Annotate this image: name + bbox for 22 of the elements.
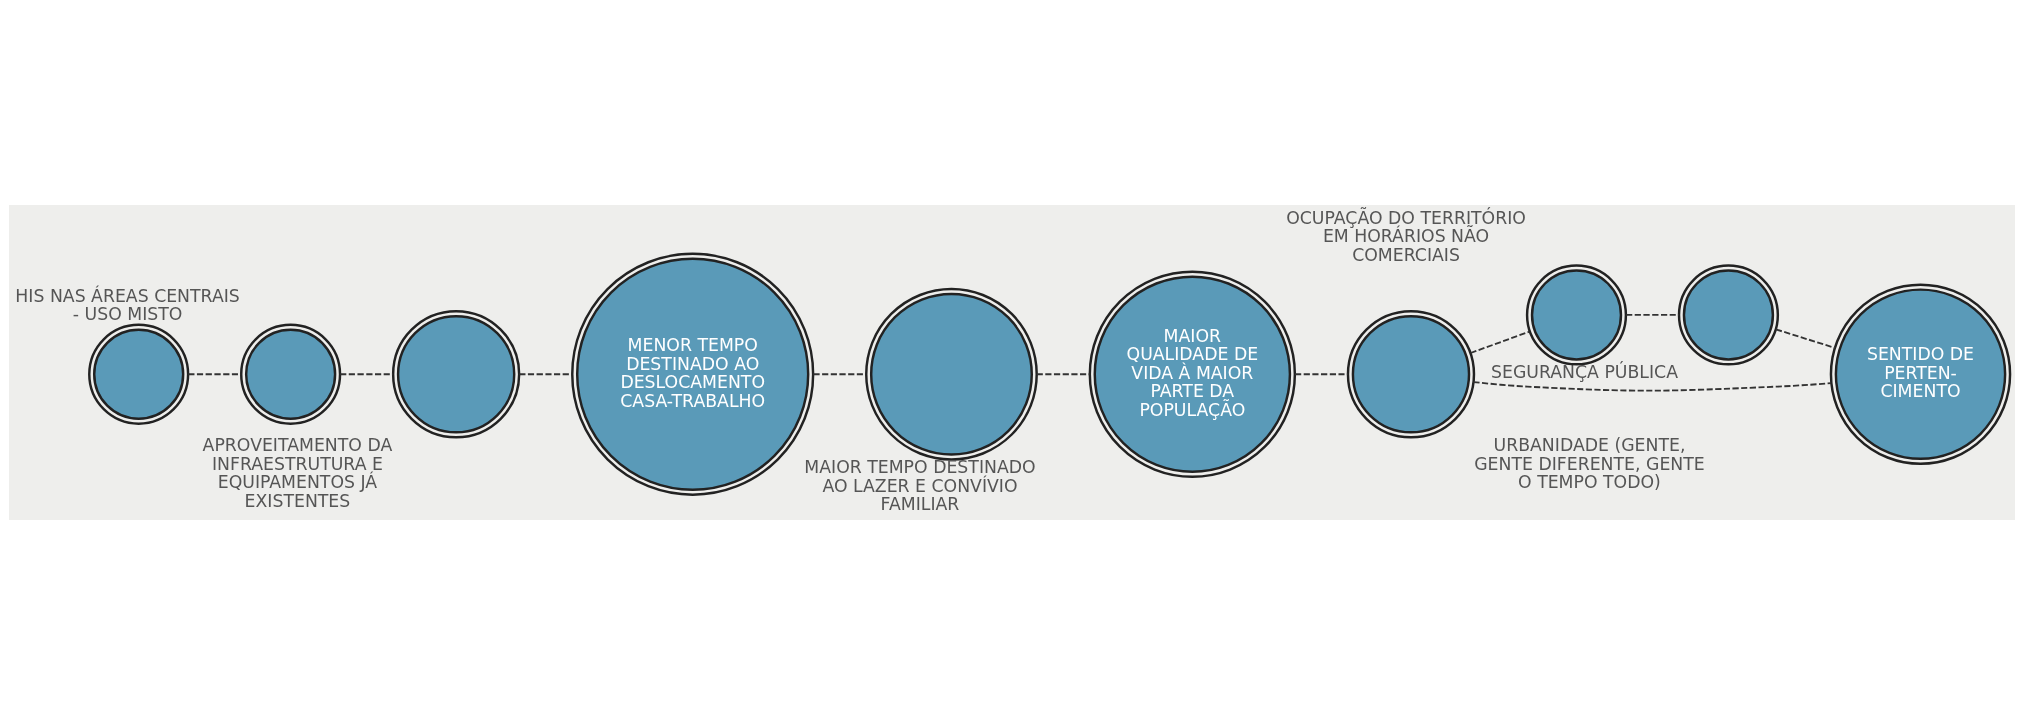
- node-circle: [87, 323, 189, 425]
- node-circle: [239, 323, 341, 425]
- connector: [812, 372, 867, 375]
- node-label: URBANIDADE (GENTE, GENTE DIFERENTE, GENTE O TEMPO TODO): [1473, 434, 1705, 492]
- node-circle: [864, 287, 1038, 461]
- connector: [1774, 328, 1836, 349]
- connector: [187, 372, 242, 375]
- connector: [338, 372, 394, 375]
- node-label: SEGURANÇA PÚBLICA: [1490, 361, 1678, 382]
- node-circle: [391, 309, 520, 438]
- node-label: APROVEITAMENTO DA INFRAESTRUTURA E EQUIPAMENTOS JÁ EXISTENTES: [202, 434, 392, 511]
- connector: [1624, 313, 1680, 316]
- connector: [1469, 330, 1530, 354]
- node-label: MAIOR TEMPO DESTINADO AO LAZER E CONVÍVIO FAMILIAR: [803, 456, 1036, 514]
- connector: [1472, 380, 1832, 392]
- node-circle: [1346, 309, 1475, 438]
- node-circle: [1677, 263, 1779, 366]
- node-circle: MAIOR QUALIDADE DE VIDA À MAIOR PARTE DA POPULAÇÃO: [1088, 269, 1296, 478]
- node-label: OCUPAÇÃO DO TERRITÓRIO EM HORÁRIOS NÃO COMERCIAIS: [1285, 207, 1526, 265]
- node-circle: SENTIDO DE PERTEN- CIMENTO: [1829, 282, 2011, 465]
- node-label: HIS NAS ÁREAS CENTRAIS - USO MISTO: [14, 285, 240, 324]
- connector: [1293, 372, 1349, 375]
